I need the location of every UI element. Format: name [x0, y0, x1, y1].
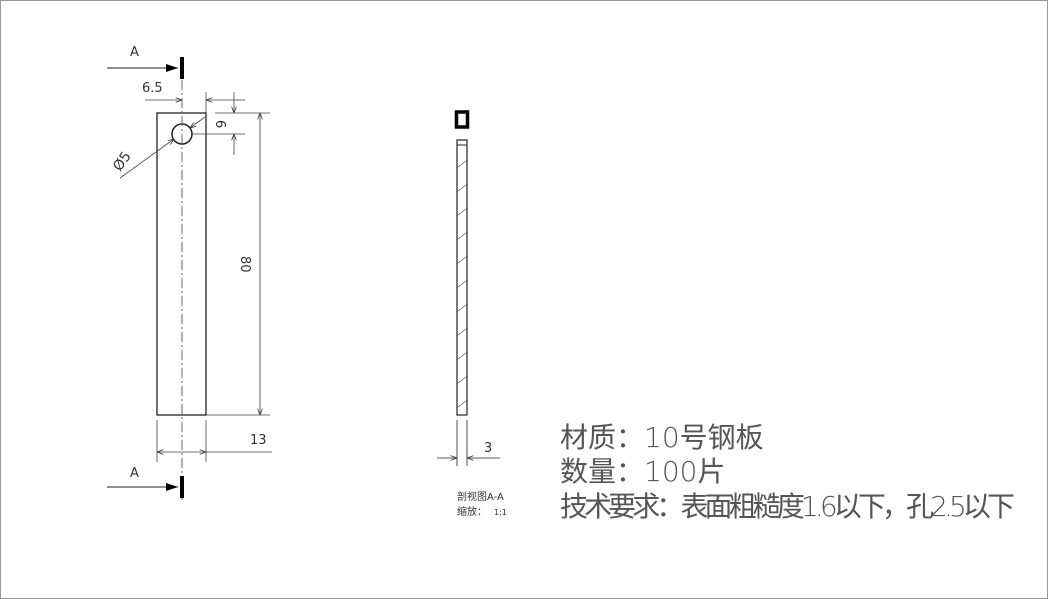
material-note: 材质：10号钢板: [560, 421, 764, 454]
section-outline: [456, 139, 468, 416]
hatch-line: [456, 375, 468, 385]
scale-label: 缩放：: [457, 505, 487, 518]
hole-section: [454, 110, 470, 129]
section-title: 剖视图A-A: [457, 490, 504, 503]
requirements-note: 技术要求：表面粗糙度1.6以下，孔2.5以下: [560, 490, 1015, 523]
section-label-bottom: A: [130, 466, 139, 481]
hatch-line: [456, 303, 468, 313]
section-view: [437, 110, 500, 466]
hatch-line: [456, 279, 468, 289]
hatch-line: [456, 327, 468, 337]
hatch-line: [456, 255, 468, 265]
hatch-line: [456, 231, 468, 241]
quantity-note: 数量：100片: [560, 455, 725, 488]
front-view: [107, 57, 272, 500]
hatch-line: [456, 207, 468, 217]
hatch-line: [456, 183, 468, 193]
section-label-top: A: [130, 45, 139, 60]
dim-hole-offset: 6.5: [142, 81, 163, 96]
scale-value: 1:1: [494, 508, 507, 517]
dim-width: 13: [250, 433, 267, 448]
hatch-line: [456, 399, 468, 409]
hatch-line: [456, 351, 468, 361]
hatch-line: [456, 159, 468, 169]
dim-hole-top: 6: [212, 120, 227, 128]
dim-thickness: 3: [484, 441, 492, 456]
dim-length: 80: [237, 256, 252, 273]
